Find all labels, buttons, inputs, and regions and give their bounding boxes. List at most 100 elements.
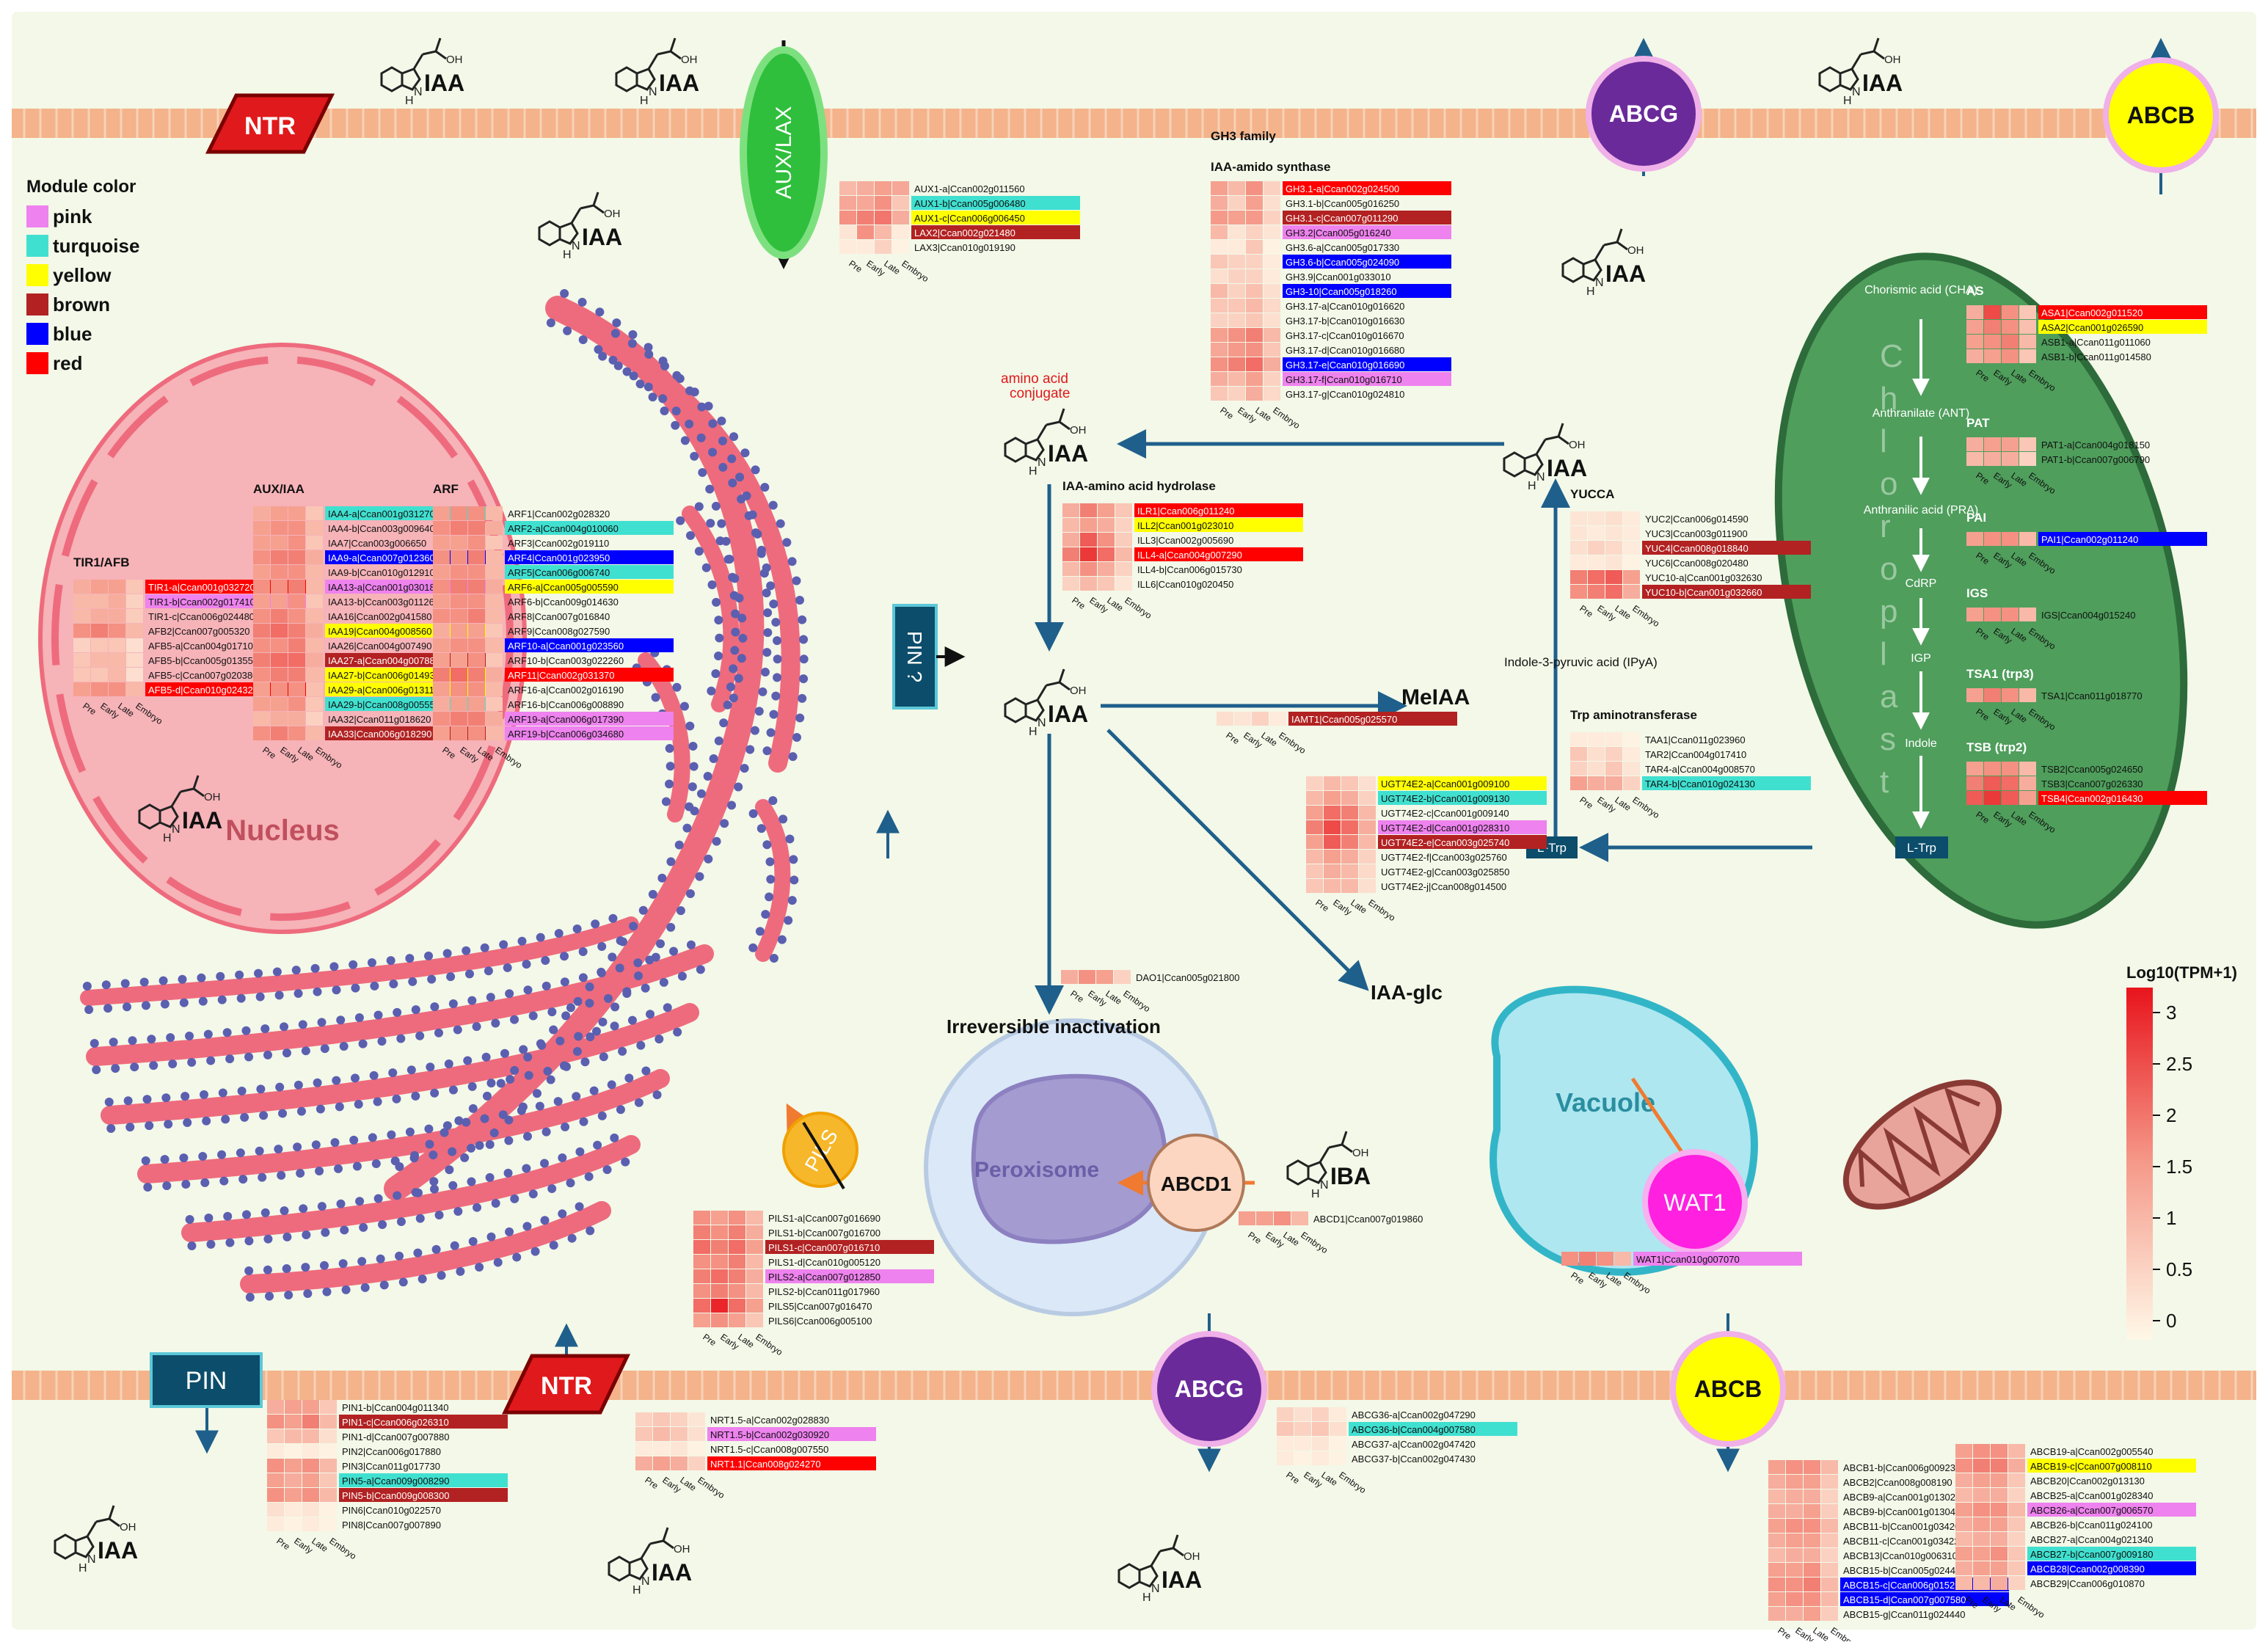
heatmap-cell [271, 550, 288, 564]
heatmap-cell [1804, 1548, 1820, 1562]
gene-label: NRT1.5-a|Ccan002g028830 [710, 1415, 829, 1426]
heatmap-cell [253, 697, 270, 711]
gene-label: GH3.2|Ccan005g016240 [1286, 227, 1391, 238]
auxlax-transporter[interactable]: AUX/LAX [740, 46, 828, 259]
heatmap-cell [1264, 357, 1280, 371]
heatmap-cell [1991, 1459, 2008, 1473]
gene-label: PILS1-c|Ccan007g016710 [768, 1242, 880, 1253]
gene-label: LAX3|Ccan010g019190 [914, 242, 1016, 253]
heatmap-cell [109, 638, 125, 652]
heatmaps: AUX1-a|Ccan002g011560AUX1-b|Ccan005g0064… [73, 129, 2207, 1645]
heatmap-cell [1359, 776, 1376, 790]
heatmap-cell [1984, 791, 2001, 805]
heatmap-cell [1768, 1519, 1785, 1533]
heatmap-cell [271, 697, 288, 711]
heatmap-cell [433, 550, 450, 564]
heatmap-cell [746, 1225, 763, 1239]
module-highlight [2038, 791, 2207, 805]
heatmap-cell [1359, 820, 1376, 834]
heatmap-cell [451, 521, 467, 535]
abcg-top-transporter[interactable]: ABCG [1586, 56, 1702, 172]
heatmap-cell [253, 682, 270, 696]
heatmap-cell [1984, 320, 2001, 334]
gene-label: TIR1-a|Ccan001g032720 [148, 582, 255, 593]
heatmap-cell [267, 1488, 284, 1502]
heatmap-cell [2019, 452, 2036, 466]
heatmap-cell [1211, 269, 1228, 283]
gene-label: PAI1|Ccan002g011240 [2041, 534, 2138, 545]
heatmap-cell [1306, 864, 1323, 878]
heatmap-cell [486, 682, 503, 696]
heatmap-cell [1211, 255, 1228, 269]
heatmap-cell [306, 580, 323, 594]
heatmap-cell [1234, 712, 1251, 726]
heatmap-cell [91, 682, 108, 696]
heatmap-cell [1098, 577, 1115, 591]
heatmap-cell [451, 712, 467, 726]
ntr-bottom-transporter[interactable]: NTR [502, 1354, 630, 1415]
pin-bottom-transporter[interactable]: PIN [150, 1352, 263, 1408]
module-highlight [1288, 712, 1457, 726]
abcb-bottom-transporter[interactable]: ABCB [1670, 1331, 1786, 1447]
heatmap-cell [1246, 372, 1263, 386]
heatmap-cell [729, 1255, 745, 1269]
abcd1-transporter[interactable]: ABCD1 [1147, 1134, 1245, 1232]
heatmap-cell [271, 624, 288, 638]
module-highlight [1283, 181, 1451, 195]
heatmap-pils_hm: PILS1-a|Ccan007g016690PILS1-b|Ccan007g01… [693, 1211, 934, 1357]
heatmap-cell [468, 506, 485, 520]
heatmap-cell [892, 240, 909, 254]
gene-label: IAA29-b|Ccan008g005550 [328, 699, 440, 710]
heatmap-cell [2008, 1488, 2025, 1502]
wat1-transporter[interactable]: WAT1 [1642, 1149, 1748, 1255]
gene-label: GH3.9|Ccan001g033010 [1286, 271, 1391, 282]
heatmap-cell [253, 565, 270, 579]
gene-label: ABCB11-c|Ccan001g034220 [1843, 1536, 1965, 1547]
heatmap-cell [451, 609, 467, 623]
heatmap-cell [1341, 776, 1358, 790]
abcb-top-transporter[interactable]: ABCB [2103, 57, 2219, 173]
heatmap-cell [253, 536, 270, 550]
heatmap-cell [2008, 1576, 2025, 1590]
heatmap-cell [1623, 526, 1640, 540]
colorbar-gradient [2126, 988, 2153, 1340]
heatmap-cell [1246, 225, 1263, 239]
heatmap-cell [451, 726, 467, 740]
heatmap-cell [1306, 776, 1323, 790]
heatmap-cell [1080, 518, 1097, 532]
heatmap-cell [1211, 196, 1228, 210]
heatmap-cell [1277, 1451, 1294, 1465]
heatmap-cell [486, 712, 503, 726]
abcg-bottom-transporter[interactable]: ABCG [1151, 1331, 1267, 1447]
heatmap-cell [1264, 269, 1280, 283]
cdrp-label: CdRP [1906, 577, 1937, 590]
heatmap-cell [1246, 211, 1263, 225]
heatmap-cell [1098, 533, 1115, 547]
heatmap-cell [1605, 541, 1622, 555]
heatmap-cell [1312, 1437, 1329, 1451]
heatmap-cell [1623, 585, 1640, 599]
heatmap-cell [693, 1269, 710, 1283]
ntr-top-transporter[interactable]: NTR [205, 93, 335, 154]
heatmap-cell [1984, 776, 2001, 790]
heatmap-title: YUCCA [1570, 487, 1614, 501]
pathway-arrows [1035, 429, 1812, 1196]
heatmap-cell [320, 1459, 337, 1473]
heatmap-cell [1804, 1577, 1820, 1591]
gene-label: ILR1|Ccan006g011240 [1137, 506, 1235, 517]
heatmap-cell [1211, 328, 1228, 342]
heatmap-cell [1324, 806, 1341, 820]
heatmap-cell [635, 1456, 652, 1470]
heatmap-cell [1080, 503, 1097, 517]
gene-label: AUX1-b|Ccan005g006480 [914, 198, 1026, 209]
heatmap-cell [711, 1240, 728, 1254]
legend-label-pink: pink [53, 205, 92, 227]
pin-q-transporter[interactable]: PIN ? [892, 604, 938, 710]
heatmap-cell [1768, 1460, 1785, 1474]
heatmap-cell [320, 1488, 337, 1502]
heatmap-cell [1324, 820, 1341, 834]
heatmap-cell [1973, 1503, 1990, 1517]
heatmap-cell [451, 550, 467, 564]
heatmap-cell [271, 521, 288, 535]
module-highlight [911, 225, 1080, 239]
